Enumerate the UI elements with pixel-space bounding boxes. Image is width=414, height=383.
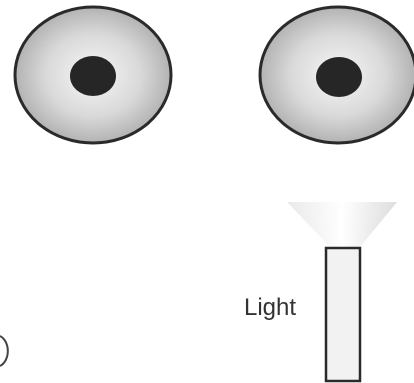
right-eye-pupil [316, 57, 362, 97]
flashlight-body [326, 248, 360, 381]
light-label: Light [244, 296, 296, 320]
left-eye-pupil [70, 56, 116, 96]
right-eye [260, 7, 414, 143]
left-eye [15, 7, 171, 143]
cropped-panel-marker [0, 336, 8, 366]
flashlight [287, 202, 397, 381]
